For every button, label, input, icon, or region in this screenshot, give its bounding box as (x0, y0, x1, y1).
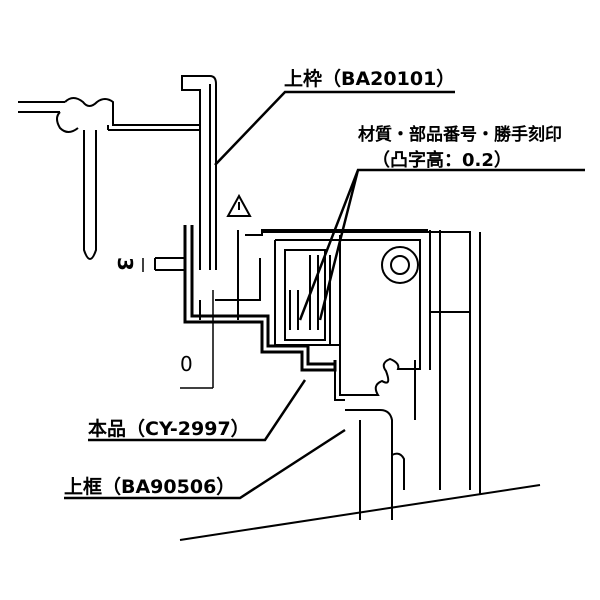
label-product: 本品（CY-2997） (88, 418, 250, 440)
dimension-3: 3 (112, 257, 137, 271)
slope-line (179, 484, 541, 541)
product-profile-inner (199, 229, 428, 320)
tab (154, 257, 185, 271)
roller-inner (390, 255, 410, 275)
upper-frame-profile (18, 75, 217, 270)
leader-upper-frame (214, 90, 455, 166)
upper-frame-leg (199, 84, 211, 270)
upper-sash-profile (237, 230, 481, 520)
label-marking-sub: （凸字高：0.2） (372, 150, 512, 171)
label-upper-frame: 上枠（BA20101） (284, 68, 456, 90)
leader-product (88, 379, 307, 442)
label-upper-sash: 上框（BA90506） (64, 476, 236, 498)
leader-marking (298, 168, 585, 321)
marking-area (284, 249, 326, 341)
marking-bars (289, 255, 319, 330)
dimension-lines (142, 258, 214, 389)
label-marking-title: 材質・部品番号・勝手刻印 (358, 125, 562, 145)
warning-triangle-icon (226, 193, 252, 217)
roller (381, 246, 419, 284)
product-profile (183, 225, 337, 372)
leader-upper-sash (64, 428, 346, 500)
dimension-0: 0 (180, 352, 193, 376)
